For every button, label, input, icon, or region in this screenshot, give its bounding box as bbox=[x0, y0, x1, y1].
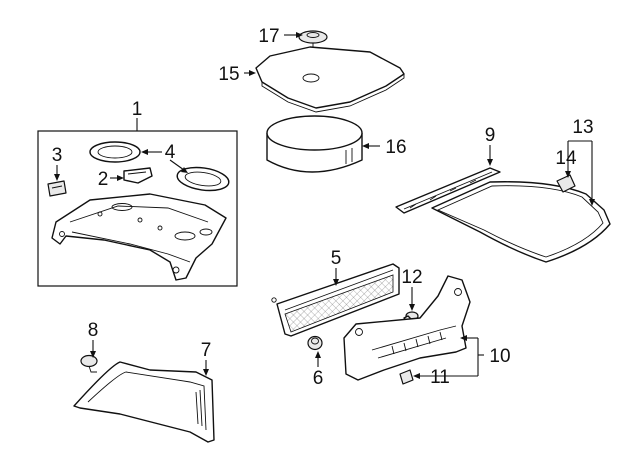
callout-2: 2 bbox=[98, 169, 109, 190]
leader-lines bbox=[54, 32, 595, 379]
part-4-speaker-trim-rings bbox=[89, 141, 230, 192]
part-6-cap bbox=[307, 335, 323, 351]
callout-4: 4 bbox=[165, 142, 176, 163]
callout-1: 1 bbox=[132, 99, 143, 120]
callout-8: 8 bbox=[88, 320, 99, 341]
part-7-side-trim-panel bbox=[73, 361, 215, 443]
callout-14: 14 bbox=[555, 148, 577, 169]
part-14-clip bbox=[556, 174, 576, 193]
callout-5: 5 bbox=[331, 248, 342, 269]
part-11-clip bbox=[399, 369, 414, 385]
callout-12: 12 bbox=[401, 267, 422, 288]
part-9-sill-plate bbox=[395, 167, 501, 214]
part-17-fastener bbox=[298, 30, 328, 49]
part-5-cargo-net bbox=[271, 263, 400, 337]
callout-3: 3 bbox=[52, 145, 63, 166]
part-16-spare-tire-filler bbox=[266, 115, 363, 173]
callout-9: 9 bbox=[485, 125, 496, 146]
callout-6: 6 bbox=[313, 368, 324, 389]
part-3-clip bbox=[47, 180, 67, 197]
part-1-rear-shelf-panel bbox=[51, 193, 227, 281]
callout-10: 10 bbox=[489, 346, 510, 367]
callout-17: 17 bbox=[258, 26, 279, 47]
part-2-bracket bbox=[123, 167, 153, 184]
part-8-fastener bbox=[80, 354, 98, 373]
callout-11: 11 bbox=[430, 367, 450, 388]
part-10-trunk-trim-panel bbox=[343, 275, 471, 381]
callout-7: 7 bbox=[201, 340, 212, 361]
callout-16: 16 bbox=[385, 137, 406, 158]
part-15-spare-tire-cover bbox=[255, 46, 405, 113]
part-13-trunk-floor-mat bbox=[431, 181, 611, 263]
callout-15: 15 bbox=[218, 64, 239, 85]
callout-13: 13 bbox=[572, 117, 593, 138]
